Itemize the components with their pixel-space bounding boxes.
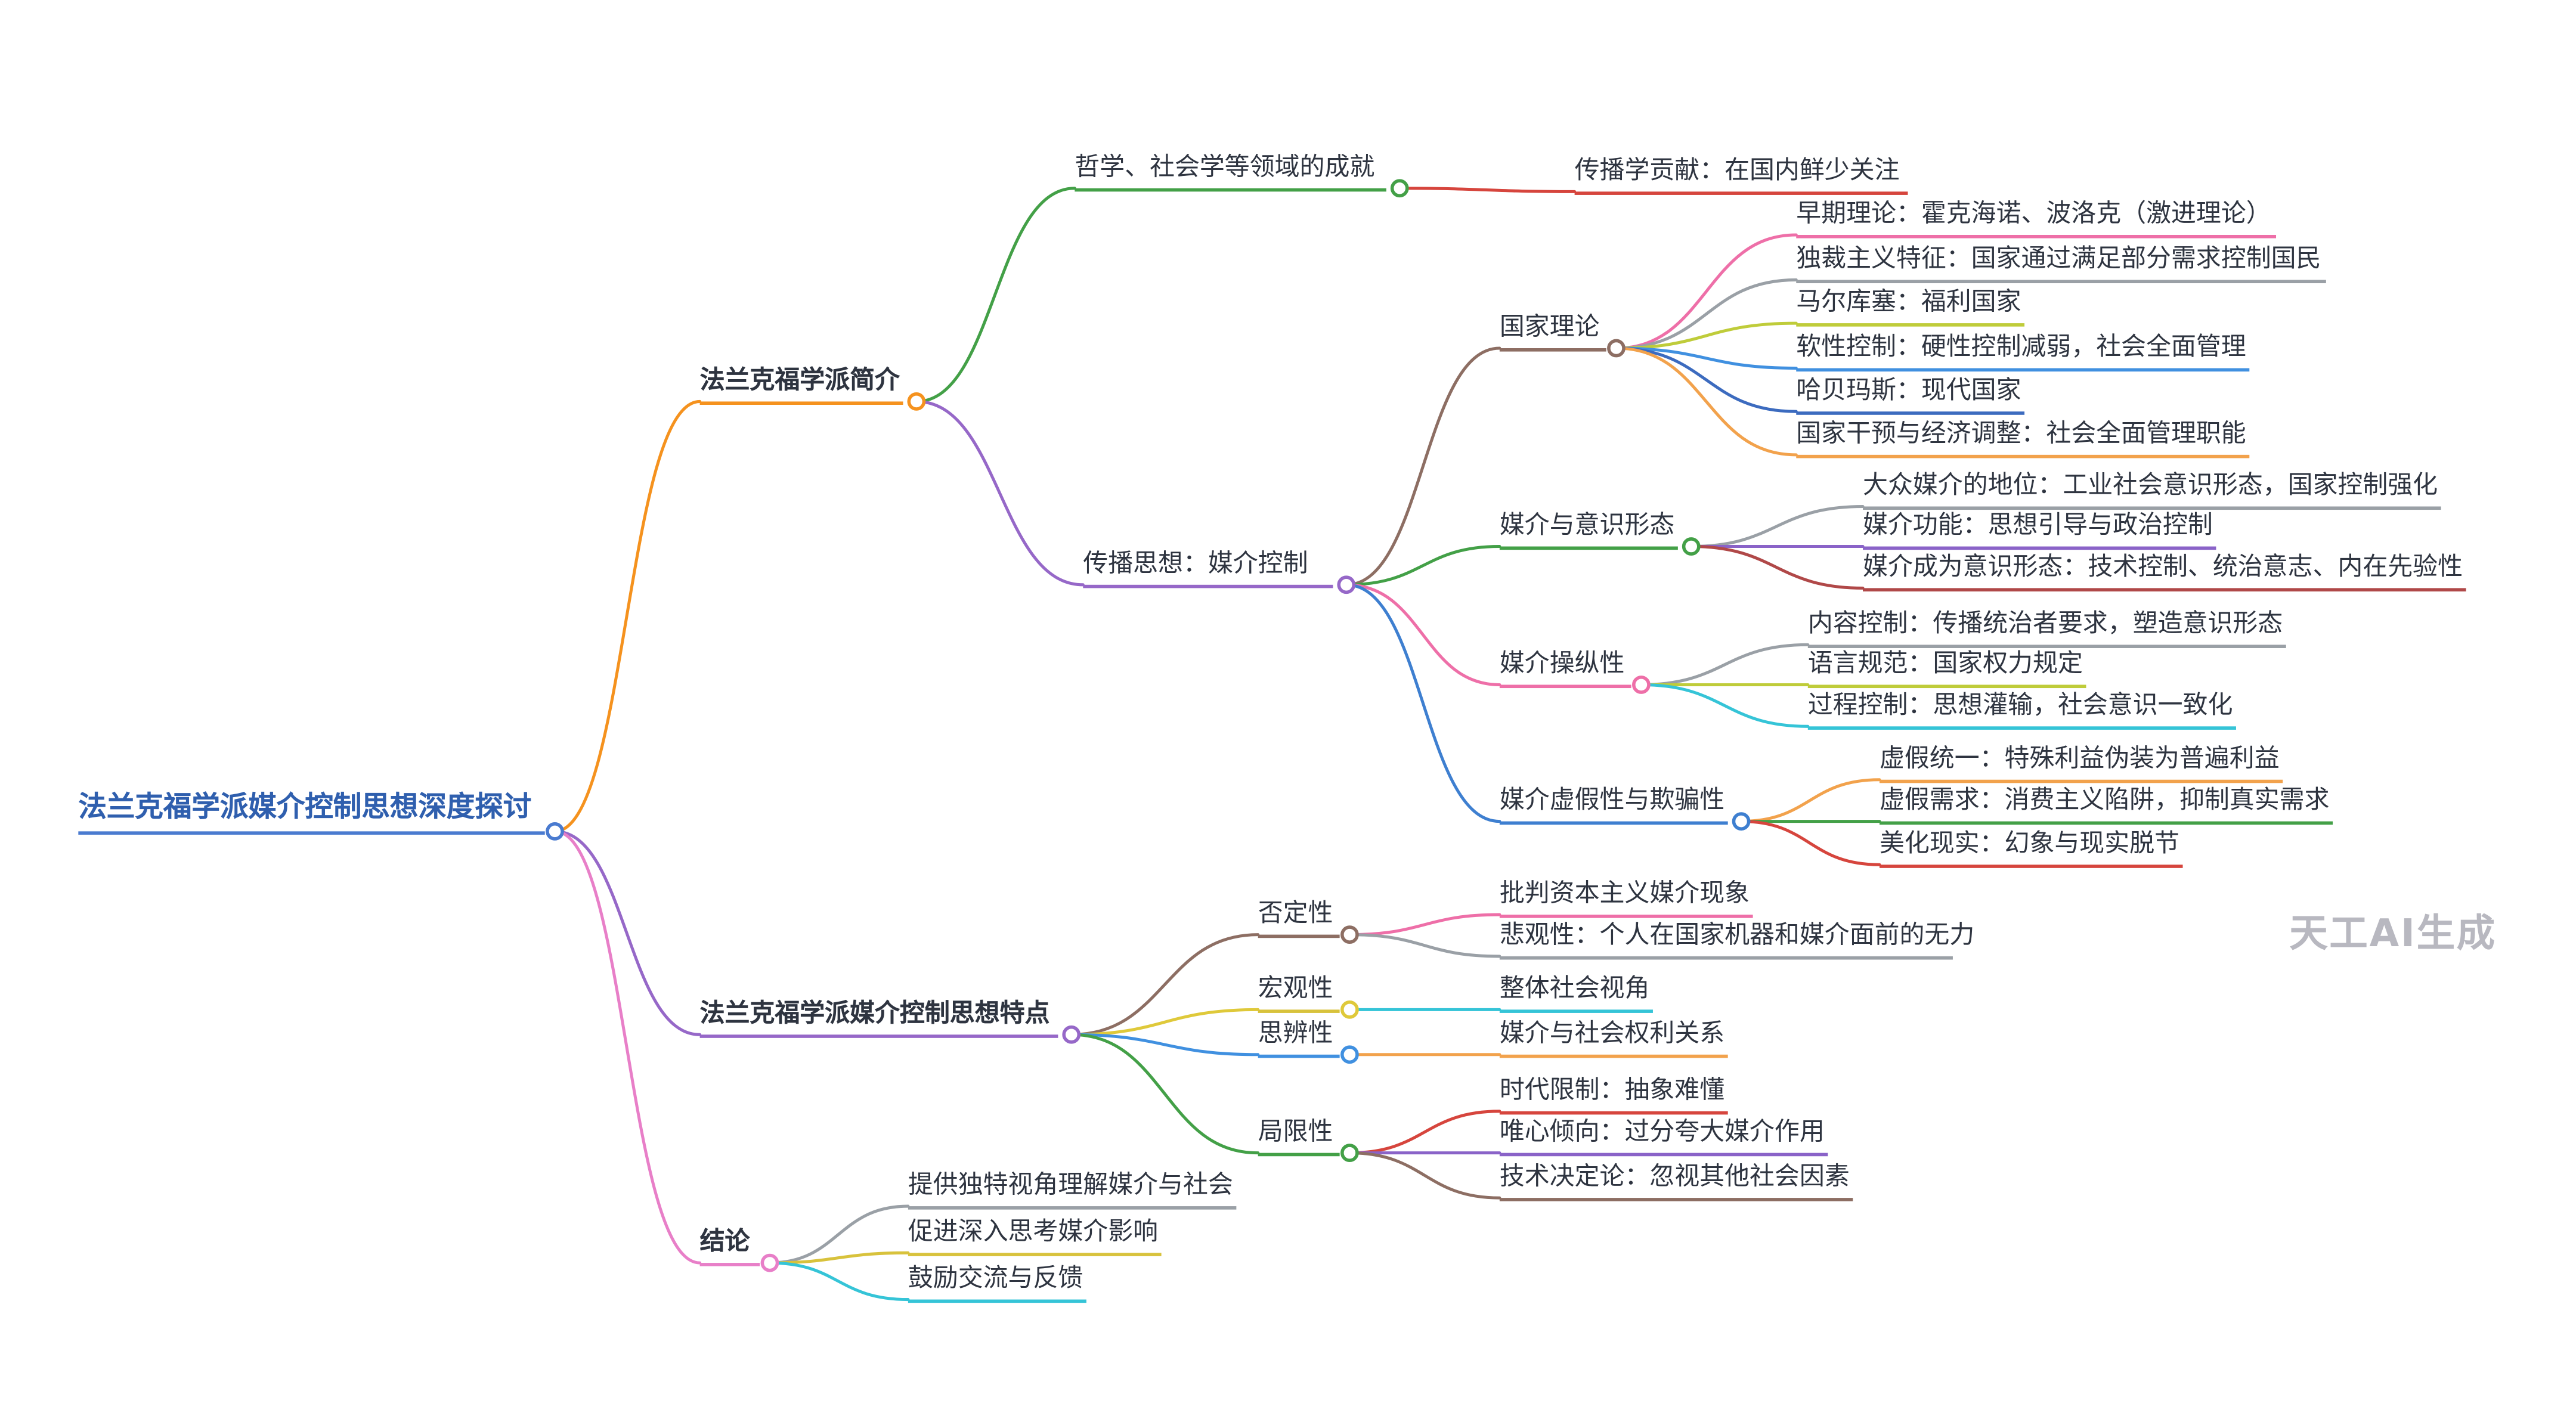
node-critique-capitalist-media[interactable]: 批判资本主义媒介现象 <box>1499 878 1753 918</box>
branch-curve <box>1348 933 1501 958</box>
node-false-needs[interactable]: 虚假需求：消费主义陷阱，抑制真实需求 <box>1879 785 2333 825</box>
node-unique-perspective[interactable]: 提供独特视角理解媒介与社会 <box>908 1170 1237 1210</box>
node-marcuse[interactable]: 马尔库塞：福利国家 <box>1796 287 2025 327</box>
branch-curve <box>1639 683 1810 728</box>
branch-curve <box>1345 583 1501 823</box>
branch-curve <box>1348 913 1501 937</box>
branch-curve <box>1739 778 1881 823</box>
node-false-unity[interactable]: 虚假统一：特殊利益伪装为普遍利益 <box>1879 743 2283 783</box>
branch-curve <box>553 399 702 833</box>
branch-curve <box>1348 1110 1501 1155</box>
branch-curve <box>553 829 702 1036</box>
branch-curve <box>768 1251 910 1265</box>
branch-curve <box>768 1204 910 1265</box>
node-characteristics[interactable]: 法兰克福学派媒介控制思想特点 <box>699 998 1058 1038</box>
node-junction[interactable] <box>1340 1045 1359 1064</box>
node-early-theory[interactable]: 早期理论：霍克海诺、波洛克（激进理论） <box>1796 199 2277 238</box>
node-content-control[interactable]: 内容控制：传播统治者要求，塑造意识形态 <box>1807 608 2286 648</box>
node-media-as-ideology[interactable]: 媒介成为意识形态：技术控制、统治意志、内在先验性 <box>1863 552 2466 591</box>
branch-curve <box>1070 933 1260 1036</box>
branch-curve <box>768 1261 910 1302</box>
node-encourage-feedback[interactable]: 鼓励交流与反馈 <box>908 1263 1086 1303</box>
node-junction[interactable] <box>546 822 564 841</box>
node-macro-view[interactable]: 宏观性 <box>1258 973 1340 1013</box>
node-junction[interactable] <box>1337 575 1356 594</box>
node-achievements[interactable]: 哲学、社会学等领域的成就 <box>1075 151 1386 192</box>
node-era-limitation[interactable]: 时代限制：抽象难懂 <box>1499 1074 1728 1115</box>
node-communication-contribution[interactable]: 传播学贡献：在国内鲜少关注 <box>1574 155 1908 195</box>
branch-curve <box>915 187 1076 403</box>
node-media-function[interactable]: 媒介功能：思想引导与政治控制 <box>1863 510 2216 550</box>
node-mass-media-status[interactable]: 大众媒介的地位：工业社会意识形态，国家控制强化 <box>1863 470 2441 510</box>
branch-curve <box>1345 583 1501 686</box>
branch-curve <box>1070 1033 1260 1155</box>
branch-curve <box>1739 820 1881 866</box>
node-authoritarian-feature[interactable]: 独裁主义特征：国家通过满足部分需求控制国民 <box>1796 243 2326 284</box>
node-holistic-social-view[interactable]: 整体社会视角 <box>1499 973 1653 1013</box>
branch-curve <box>553 829 702 1265</box>
node-deep-thinking[interactable]: 促进深入思考媒介影响 <box>908 1216 1162 1256</box>
node-language-norms[interactable]: 语言规范：国家权力规定 <box>1807 648 2086 689</box>
node-pessimism[interactable]: 悲观性：个人在国家机器和媒介面前的无力 <box>1499 919 1974 960</box>
branch-curve <box>1345 346 1501 587</box>
node-beautified-reality[interactable]: 美化现实：幻象与现实脱节 <box>1879 828 2183 868</box>
node-media-society-power[interactable]: 媒介与社会权利关系 <box>1499 1018 1728 1058</box>
branch-curve <box>1614 346 1798 457</box>
branch-curve <box>1398 187 1577 193</box>
node-junction[interactable] <box>760 1253 779 1272</box>
branch-curve <box>1614 278 1798 350</box>
node-junction[interactable] <box>1607 339 1626 358</box>
node-process-control[interactable]: 过程控制：思想灌输，社会意识一致化 <box>1807 690 2236 730</box>
node-media-falseness[interactable]: 媒介虚假性与欺骗性 <box>1499 785 1728 825</box>
branch-curve <box>1345 545 1501 587</box>
node-junction[interactable] <box>1062 1025 1081 1044</box>
node-habermas[interactable]: 哈贝玛斯：现代国家 <box>1796 375 2025 415</box>
node-junction[interactable] <box>1682 537 1701 556</box>
node-state-intervention[interactable]: 国家干预与经济调整：社会全面管理职能 <box>1796 418 2250 458</box>
node-junction[interactable] <box>1340 1144 1359 1163</box>
branch-curve <box>1070 1008 1260 1036</box>
branch-curve <box>1614 321 1798 350</box>
node-junction[interactable] <box>1340 925 1359 944</box>
node-state-theory[interactable]: 国家理论 <box>1499 312 1606 352</box>
node-idealist-tendency[interactable]: 唯心倾向：过分夸大媒介作用 <box>1499 1116 1828 1157</box>
branch-curve <box>1614 346 1798 370</box>
node-conclusion[interactable]: 结论 <box>699 1226 760 1266</box>
node-media-ideology[interactable]: 媒介与意识形态 <box>1499 510 1678 550</box>
node-media-manipulation[interactable]: 媒介操纵性 <box>1499 648 1631 689</box>
node-junction[interactable] <box>1632 676 1651 694</box>
branch-curve <box>1689 545 1865 590</box>
node-tech-determinism[interactable]: 技术决定论：忽视其他社会因素 <box>1499 1161 1853 1201</box>
branch-curve <box>1689 504 1865 549</box>
node-junction[interactable] <box>1340 1000 1359 1019</box>
watermark: 天工AI生成 <box>2289 913 2497 956</box>
branch-curve <box>1070 1033 1260 1057</box>
branch-curve <box>1639 643 1810 686</box>
node-negativity[interactable]: 否定性 <box>1258 898 1340 938</box>
branch-curve <box>1348 1151 1501 1200</box>
branch-curve <box>1614 346 1798 413</box>
branch-curve <box>915 399 1085 587</box>
node-junction[interactable] <box>1732 812 1751 831</box>
node-junction[interactable] <box>1390 179 1409 198</box>
node-root[interactable]: 法兰克福学派媒介控制思想深度探讨 <box>78 791 545 836</box>
node-limitations[interactable]: 局限性 <box>1258 1116 1340 1157</box>
node-soft-control[interactable]: 软性控制：硬性控制减弱，社会全面管理 <box>1796 332 2250 372</box>
node-media-control-thought[interactable]: 传播思想：媒介控制 <box>1083 548 1333 588</box>
node-frankfurt-intro[interactable]: 法兰克福学派简介 <box>699 365 903 405</box>
node-junction[interactable] <box>907 392 926 411</box>
node-speculative[interactable]: 思辨性 <box>1258 1018 1340 1058</box>
branch-curve <box>1614 233 1798 350</box>
